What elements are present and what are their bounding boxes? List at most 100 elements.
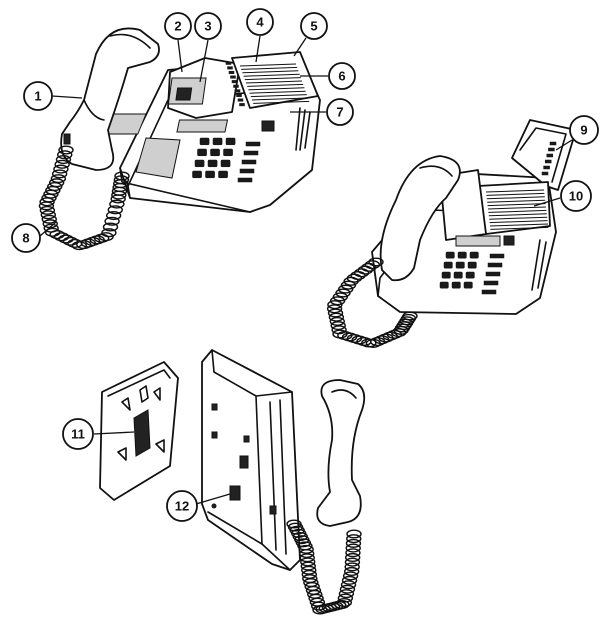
keypad-key [467,261,477,269]
cord-loop [104,216,120,226]
leader-1 [51,95,83,99]
directory-line [249,90,306,94]
keypad-2 [439,251,479,289]
leader-2 [177,39,183,73]
bracket-hooks-lower [117,439,165,461]
cord-loop [55,154,72,165]
keypad-key [451,281,461,289]
wall-phone-jack [229,485,241,501]
keypad-key [445,251,455,259]
index-button [225,61,232,65]
directory-line [486,196,545,200]
leader-11 [93,431,135,435]
wall-phone-hole-1 [211,403,218,411]
keypad-key [469,251,479,259]
bracket-clip [133,409,151,457]
callout-4: 4 [246,8,274,36]
callout-9: 9 [569,115,599,145]
leader-lines [39,35,573,505]
cord-loop [41,214,57,224]
function-key [487,262,503,268]
keypad-key [199,137,210,146]
directory-line [244,77,301,81]
coiled-cord-2 [326,257,418,348]
keypad-key [453,271,463,279]
keypad-key [439,281,449,289]
cord-loop [328,312,345,322]
directory-line [250,94,307,98]
keypad-key [205,170,215,179]
cord-loop [340,580,357,590]
handset-lifted [60,27,160,171]
callout-2: 2 [164,12,192,40]
function-key [489,253,505,259]
cord-loop [98,232,114,242]
keypad-key [465,271,475,279]
callout-4-label: 4 [256,15,264,30]
wall-phone-hole-3 [243,435,250,443]
handset-body [60,27,160,171]
keypad-key [463,281,473,289]
cord-loop [105,210,122,221]
directory-line [487,206,547,210]
callout-7-label: 7 [336,105,343,120]
keypad-key [443,261,453,269]
wall-handset-body [316,379,366,527]
directory-line [251,97,309,101]
cord-loop [39,197,55,207]
handset-2-edge [419,165,453,177]
lcd-display [176,119,229,133]
cord-loop [346,529,362,539]
handset-cord-jack [63,133,71,145]
keypad-key [457,251,467,259]
function-key [237,177,253,183]
cord-loop [332,292,348,302]
open-lid [511,119,577,191]
cord-loop [62,236,79,246]
callout-12-label: 12 [175,499,189,514]
cord-loop [101,228,117,238]
directory-lines-2 [485,189,549,230]
index-button [231,80,238,84]
wall-phone-hole-2 [211,431,218,439]
wall-phone-screw-slot [239,455,249,469]
directory-line [488,213,547,217]
wall-phone-side-edges [255,391,293,571]
keypad-key [218,170,228,179]
callout-10: 10 [560,180,592,212]
callout-3: 3 [194,12,222,40]
cord-loop [344,557,361,567]
directory-line [247,83,304,87]
cord-loop [335,288,351,298]
desk-phone-main [97,51,321,213]
cord-loop [40,210,57,220]
wall-handset-edge [331,389,357,399]
cord-loop [51,169,68,179]
directory-line [243,73,300,77]
callout-8-label: 8 [22,231,29,246]
wall-phone-back [201,349,301,571]
bracket-hooks-upper [121,387,161,411]
callout-10-label: 10 [569,189,583,204]
callout-6: 6 [328,62,356,90]
cord-loop [337,593,354,603]
cord-loop [53,164,69,174]
lid-slot [546,153,554,158]
handset-on-cradle [379,155,461,282]
leader-3 [199,39,209,83]
function-key [243,150,259,156]
callout-11: 11 [62,418,94,450]
keypad-main [192,137,236,179]
index-button [233,84,239,88]
index-button [228,70,235,74]
directory-lines [239,63,310,104]
callout-5: 5 [300,12,328,40]
keypad-key [207,159,218,168]
directory-line [245,80,303,84]
directory-line [253,100,310,104]
cord-loop [344,562,360,572]
callout-1: 1 [23,81,53,111]
directory-line [242,70,299,74]
wall-phone-hook [269,505,277,515]
